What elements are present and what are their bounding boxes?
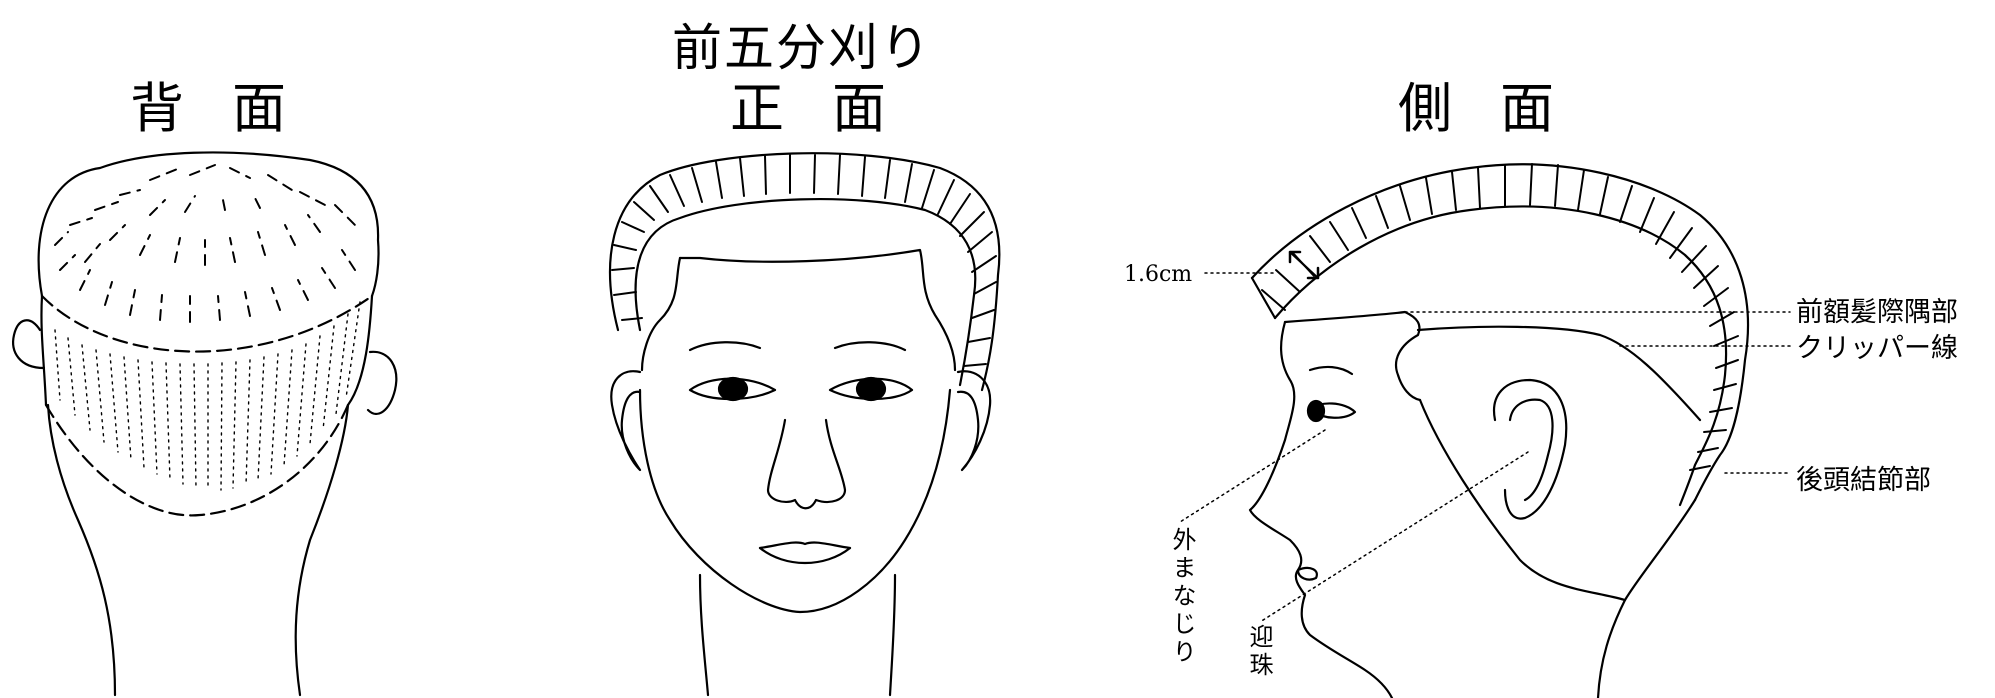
front-right-eye — [830, 379, 912, 399]
side-pupil — [1308, 401, 1324, 421]
front-face-outline — [640, 390, 950, 612]
label-outer-eye-corner: 外まなじり — [1168, 527, 1196, 667]
front-view-head — [610, 153, 999, 695]
side-face-profile — [1250, 322, 1392, 698]
label-clipper-line: クリッパー線 — [1796, 333, 1958, 364]
front-left-ear — [611, 371, 640, 470]
side-jaw — [1420, 400, 1625, 600]
front-face-hairline — [680, 250, 955, 370]
front-face-features — [690, 342, 912, 563]
label-front-hairline-corner: 前額髪際隅部 — [1796, 297, 1958, 328]
back-view-head — [13, 152, 396, 695]
back-neck-left — [48, 405, 115, 695]
side-ear-outer — [1494, 380, 1566, 519]
back-left-ear — [13, 320, 44, 368]
front-view-title: 正面 — [730, 77, 934, 140]
front-right-eyebrow — [835, 342, 905, 350]
back-head-left-side — [41, 296, 46, 405]
side-hairline — [1285, 312, 1420, 400]
side-hair-outer — [1252, 164, 1748, 500]
back-neck-right — [296, 405, 348, 695]
side-view-head — [1250, 164, 1748, 698]
measurement-label: 1.6cm — [1124, 262, 1193, 287]
back-clipped-hair-dots — [55, 302, 360, 490]
back-right-ear — [368, 352, 396, 414]
front-hair-outer — [610, 153, 999, 390]
leader-tragus — [1260, 452, 1528, 622]
side-lips — [1298, 568, 1317, 580]
front-right-ear — [958, 371, 990, 470]
front-mouth-upper — [760, 543, 850, 548]
front-nose — [768, 420, 845, 508]
side-ear-inner — [1510, 400, 1553, 500]
label-occipital-protuberance: 後頭結節部 — [1796, 465, 1931, 496]
label-tragus: 迎珠 — [1245, 624, 1273, 680]
back-view-title: 背面 — [130, 77, 334, 140]
front-hair-ticks — [612, 155, 996, 366]
front-left-eye — [690, 379, 775, 399]
front-left-eyebrow — [690, 342, 760, 350]
diagram-title: 前五分刈り — [672, 19, 932, 77]
side-hair-inner — [1275, 207, 1726, 505]
front-neck-left — [700, 575, 708, 695]
side-measurement-arrow — [1290, 252, 1318, 278]
side-hair-ticks — [1262, 164, 1738, 470]
front-left-pupil — [719, 378, 747, 400]
side-leader-lines — [1180, 273, 1790, 622]
front-hair-inner — [636, 199, 976, 385]
side-neck-back — [1598, 500, 1695, 698]
front-mouth-lower — [760, 548, 850, 563]
side-clipper-line — [1418, 327, 1700, 420]
back-nape-boundary — [46, 405, 348, 515]
back-skull-outline — [39, 152, 379, 296]
back-clipper-boundary — [42, 296, 372, 352]
front-neck-right — [890, 575, 895, 695]
leader-outer-eye — [1180, 430, 1325, 522]
side-eyebrow — [1310, 367, 1352, 374]
back-top-hair-strands — [55, 165, 355, 322]
front-right-pupil — [857, 378, 885, 400]
back-head-right-side — [348, 296, 372, 405]
side-view-title: 側面 — [1398, 77, 1602, 140]
